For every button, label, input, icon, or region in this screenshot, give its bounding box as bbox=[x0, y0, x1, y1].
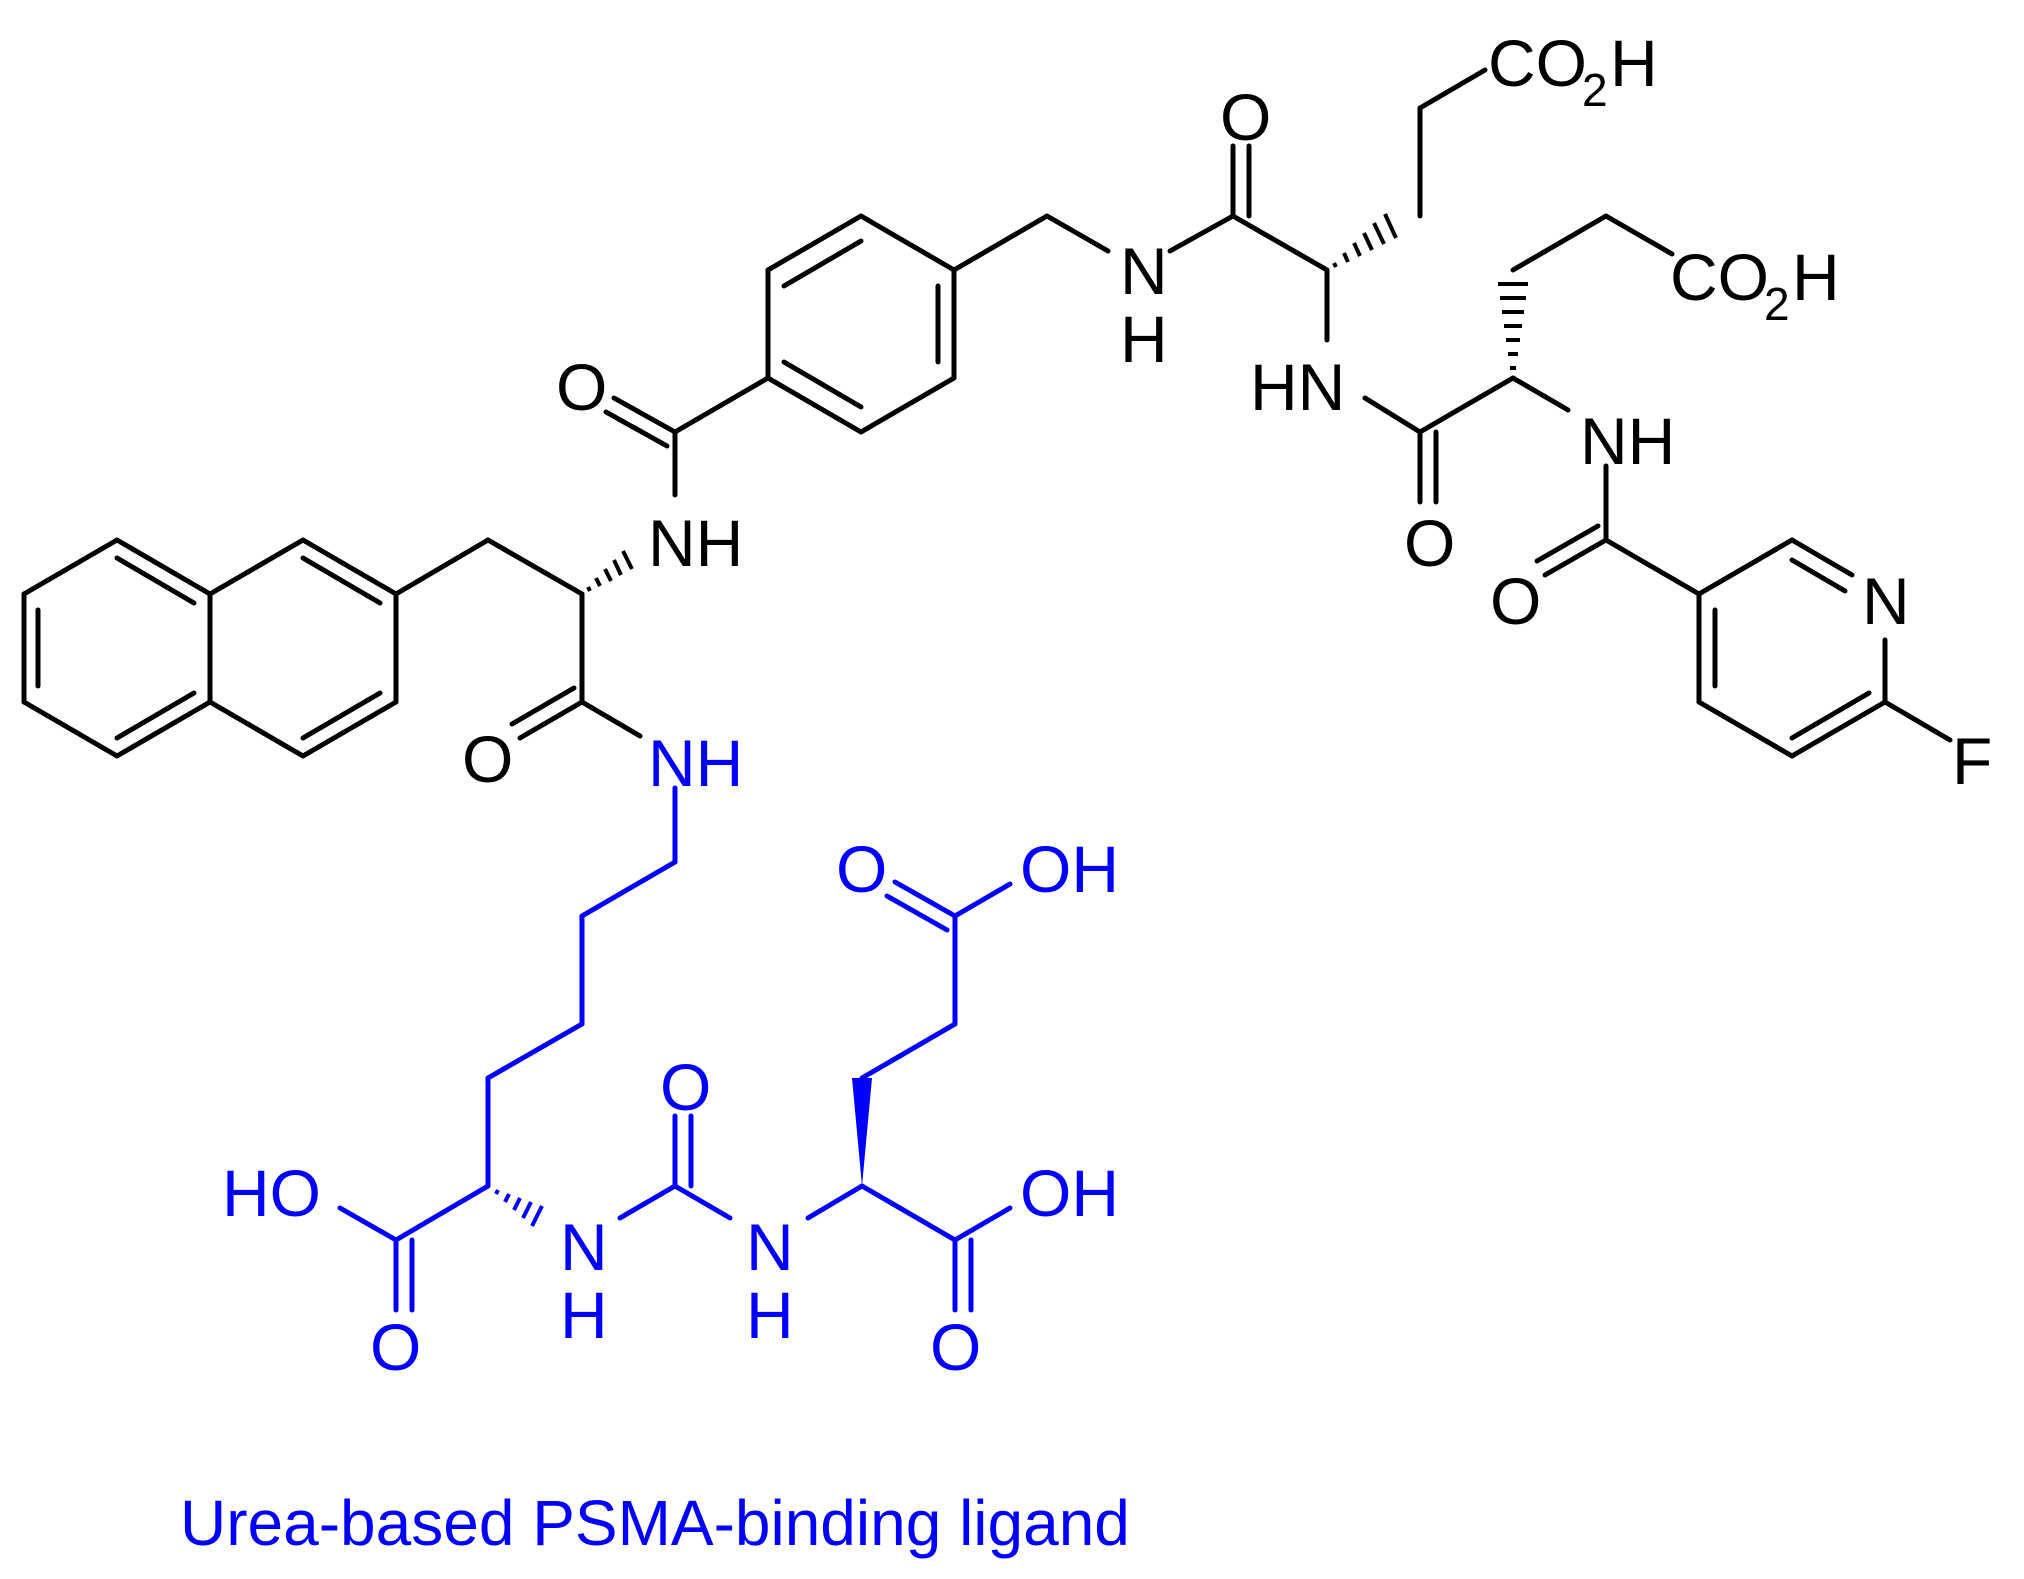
acid-top-oh-label: OH bbox=[1020, 832, 1119, 906]
pyridine-nitrogen: N bbox=[1862, 564, 1910, 638]
urea-right-n: N bbox=[746, 1210, 794, 1284]
co2h-right-subscript: 2 bbox=[1764, 278, 1790, 330]
urea-left-h: H bbox=[560, 1278, 608, 1352]
urea-right-h: H bbox=[746, 1278, 794, 1352]
black-bonds bbox=[21, 67, 1953, 759]
benzamide-nh-label: NH bbox=[648, 506, 743, 580]
co2h-right-label: CO bbox=[1670, 240, 1769, 314]
blue-bonds bbox=[337, 785, 1013, 1313]
co2h-top-label: CO bbox=[1488, 26, 1587, 100]
lysine-acid-ho-label: HO bbox=[222, 1156, 321, 1230]
figure-caption: Urea-based PSMA-binding ligand bbox=[180, 1487, 1130, 1559]
benzyl-amide-n: N bbox=[1120, 234, 1168, 308]
glu-carbonyl-oxygen: O bbox=[1220, 80, 1271, 154]
napala-carbonyl-oxygen: O bbox=[462, 722, 513, 796]
nicotinoyl-carbonyl-oxygen: O bbox=[1490, 564, 1541, 638]
co2h-right-h: H bbox=[1792, 240, 1840, 314]
lysine-nh-label: NH bbox=[648, 726, 743, 800]
blue-atom-labels: NH O OH O HO OH N H N H O O bbox=[222, 726, 1119, 1384]
glu-acid-carbonyl-oxygen: O bbox=[930, 1310, 981, 1384]
urea-carbonyl-oxygen: O bbox=[660, 1050, 711, 1124]
acid-top-carbonyl-oxygen: O bbox=[836, 832, 887, 906]
benzyl-amide-h: H bbox=[1120, 302, 1168, 376]
fluorine-label: F bbox=[1952, 724, 1992, 798]
glu-acid-oh-label: OH bbox=[1020, 1156, 1119, 1230]
black-atom-labels: CO 2 H O N H CO 2 H HN NH O O N F O NH O bbox=[462, 26, 1992, 798]
urea-left-n: N bbox=[560, 1210, 608, 1284]
blue-solid-wedge bbox=[852, 1078, 872, 1186]
lysine-acid-carbonyl-oxygen: O bbox=[370, 1310, 421, 1384]
glu-hn-label: HN bbox=[1250, 350, 1345, 424]
nicotinoyl-nh-label: NH bbox=[1580, 404, 1675, 478]
black-hashed-wedges bbox=[586, 213, 1528, 592]
blue-hashed-wedge bbox=[494, 1189, 544, 1227]
co2h-top-subscript: 2 bbox=[1582, 64, 1608, 116]
benzamide-carbonyl-oxygen: O bbox=[556, 350, 607, 424]
co2h-top-h: H bbox=[1610, 26, 1658, 100]
glu2-carbonyl-oxygen: O bbox=[1404, 506, 1455, 580]
